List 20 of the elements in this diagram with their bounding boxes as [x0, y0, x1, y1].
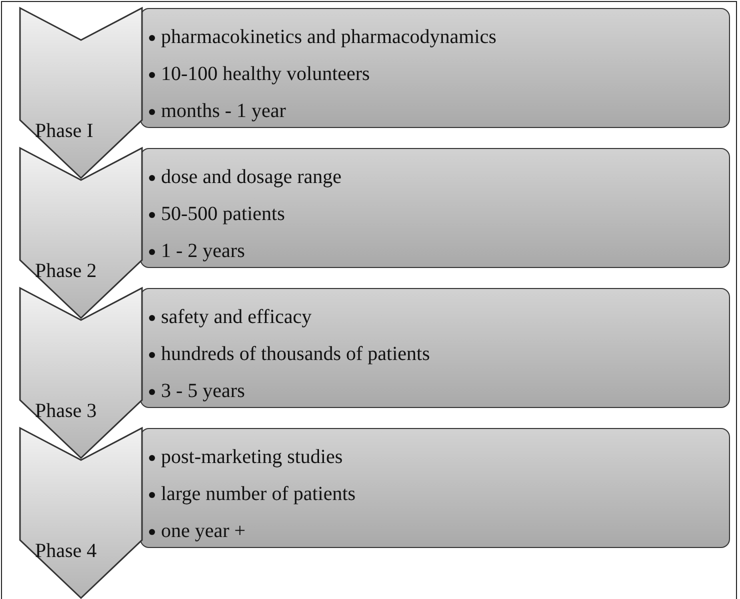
phase-banner: [20, 428, 142, 598]
bullet-item: safety and efficacy: [161, 305, 312, 330]
phase-banner: [20, 148, 142, 318]
phase-label: Phase I: [35, 120, 94, 143]
bullet-item: hundreds of thousands of patients: [161, 342, 430, 367]
bullet-item: 1 - 2 years: [161, 239, 245, 264]
bullet-item: pharmacokinetics and pharmacodynamics: [161, 25, 496, 50]
phase-banner: [20, 8, 142, 178]
bullet-item: post-marketing studies: [161, 445, 343, 470]
bullet-item: months - 1 year: [161, 99, 286, 124]
bullet-item: large number of patients: [161, 482, 356, 507]
phase-label: Phase 4: [35, 540, 97, 563]
phase-label: Phase 3: [35, 400, 97, 423]
bullet-item: one year +: [161, 519, 246, 544]
phase-banner: [20, 288, 142, 458]
bullet-item: 50-500 patients: [161, 202, 285, 227]
bullet-item: 10-100 healthy volunteers: [161, 62, 370, 87]
phase-label: Phase 2: [35, 260, 97, 283]
bullet-item: dose and dosage range: [161, 165, 342, 190]
bullet-item: 3 - 5 years: [161, 379, 245, 404]
